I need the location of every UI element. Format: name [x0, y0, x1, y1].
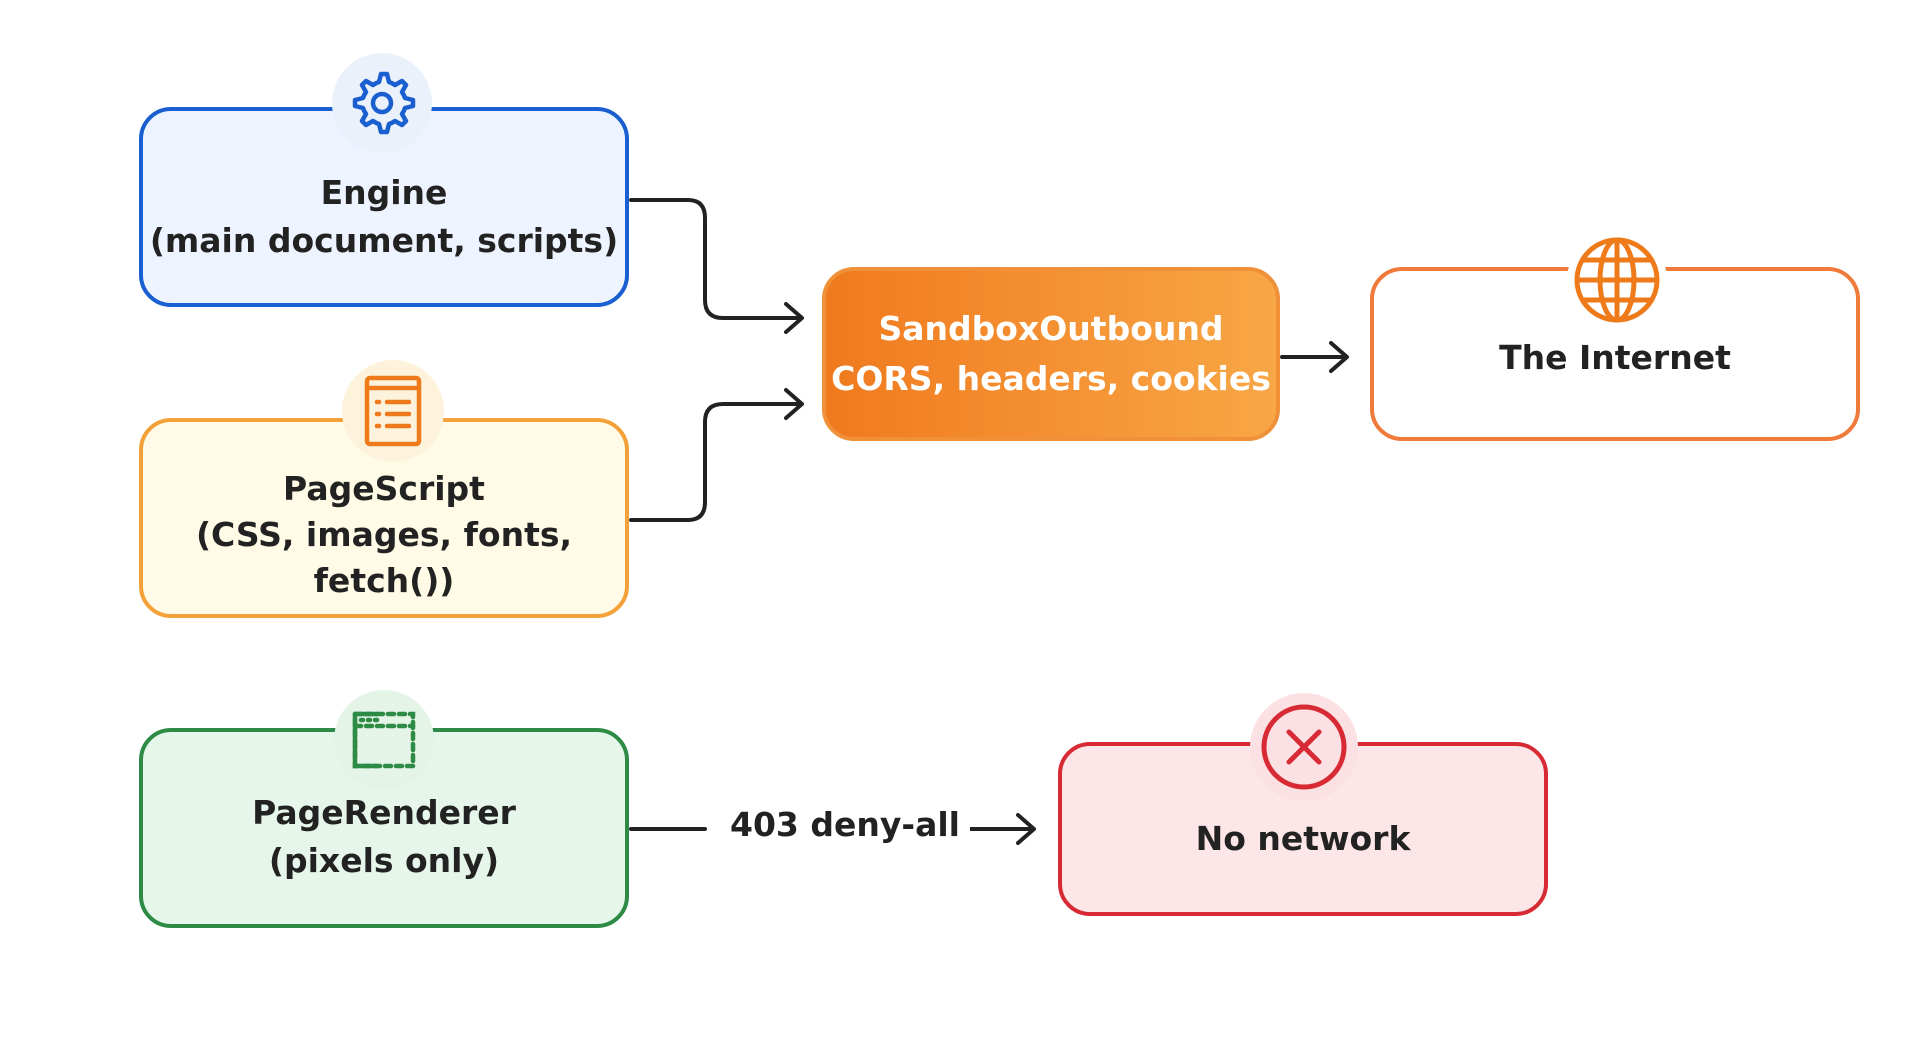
edge-pagescript-to-sandbox: [629, 402, 802, 522]
gear-icon: [332, 53, 432, 153]
node-pagerenderer-title: PageRenderer: [252, 793, 516, 832]
node-pagescript-subtitle-line2: fetch()): [313, 561, 455, 600]
arrowhead-sandbox-to-internet: [1329, 341, 1349, 373]
node-nonet-title: No network: [1195, 819, 1411, 858]
arrowhead-pagescript-to-sandbox: [784, 388, 804, 420]
node-engine-subtitle: (main document, scripts): [149, 221, 619, 260]
node-sandboxoutbound: SandboxOutbound CORS, headers, cookies: [822, 267, 1280, 441]
node-engine-title: Engine: [320, 173, 448, 212]
edge-engine-to-sandbox: [629, 198, 802, 320]
node-pagerenderer-subtitle: (pixels only): [268, 841, 500, 880]
arrowhead-renderer-to-nonet: [1016, 813, 1036, 845]
document-list-icon: [342, 360, 444, 462]
arrowhead-engine-to-sandbox: [784, 302, 804, 334]
node-internet-title: The Internet: [1499, 338, 1731, 377]
node-pagescript-title: PageScript: [283, 469, 485, 508]
x-circle-icon: [1250, 693, 1358, 801]
node-sandbox-title: SandboxOutbound: [878, 309, 1224, 348]
node-pagescript-subtitle-line1: (CSS, images, fonts,: [195, 515, 573, 554]
node-sandbox-subtitle: CORS, headers, cookies: [831, 359, 1271, 398]
browser-window-icon: [334, 690, 434, 790]
edge-label-403-deny-all: 403 deny-all: [720, 805, 970, 845]
globe-icon: [1567, 230, 1667, 330]
